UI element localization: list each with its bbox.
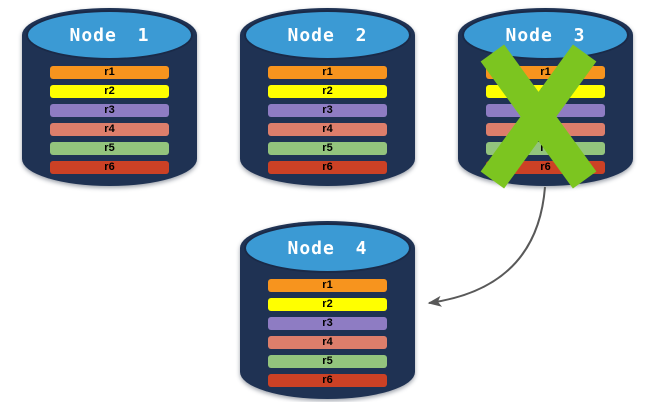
replica-row-r5: r5 <box>268 142 387 155</box>
replica-rows: r1 r2 r3 r4 r5 r6 <box>268 279 387 393</box>
replica-row-r6: r6 <box>268 374 387 387</box>
replica-row-r4: r4 <box>268 123 387 136</box>
replica-row-r5: r5 <box>50 142 169 155</box>
cylinder-top: Node 3 <box>462 10 629 60</box>
node-4: Node 4 r1 r2 r3 r4 r5 r6 <box>240 221 415 399</box>
replica-row-r3: r3 <box>268 317 387 330</box>
node-title: Node 2 <box>287 24 368 46</box>
cylinder-top: Node 4 <box>244 223 411 273</box>
replica-row-r3: r3 <box>268 104 387 117</box>
failure-x-icon <box>480 44 596 189</box>
replica-row-r5: r5 <box>268 355 387 368</box>
cylinder-top: Node 1 <box>26 10 193 60</box>
cylinder-top: Node 2 <box>244 10 411 60</box>
replica-row-r2: r2 <box>268 85 387 98</box>
replica-row-r1: r1 <box>268 279 387 292</box>
replica-row-r3: r3 <box>50 104 169 117</box>
node-1: Node 1 r1 r2 r3 r4 r5 r6 <box>22 8 197 186</box>
node-title: Node 1 <box>69 24 150 46</box>
replica-row-r4: r4 <box>268 336 387 349</box>
replica-rows: r1 r2 r3 r4 r5 r6 <box>268 66 387 180</box>
node-3: Node 3 r1 r2 r3 r4 r5 r6 <box>458 8 633 189</box>
replica-row-r1: r1 <box>268 66 387 79</box>
replica-row-r4: r4 <box>50 123 169 136</box>
replica-row-r6: r6 <box>268 161 387 174</box>
replica-row-r1: r1 <box>50 66 169 79</box>
node-title: Node 4 <box>287 237 368 259</box>
node-title: Node 3 <box>505 24 586 46</box>
replica-rows: r1 r2 r3 r4 r5 r6 <box>50 66 169 180</box>
node-2: Node 2 r1 r2 r3 r4 r5 r6 <box>240 8 415 186</box>
replica-row-r6: r6 <box>50 161 169 174</box>
arrow-path <box>427 186 546 307</box>
replica-row-r2: r2 <box>50 85 169 98</box>
replica-row-r2: r2 <box>268 298 387 311</box>
